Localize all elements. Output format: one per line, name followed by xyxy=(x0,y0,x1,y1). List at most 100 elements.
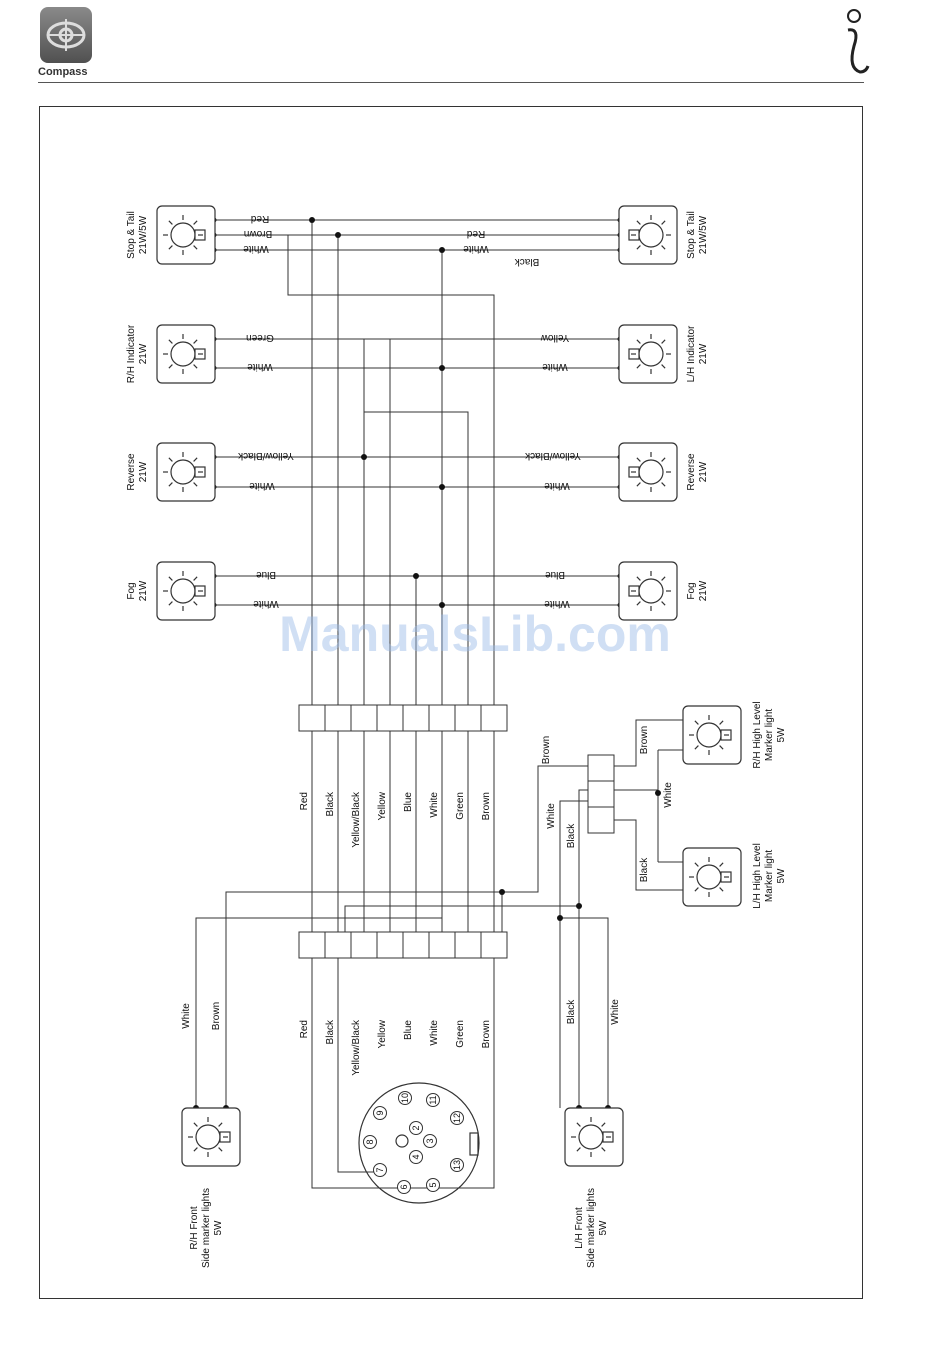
label-reverse-left-line-1: 21W xyxy=(138,461,149,482)
label-rh-front-marker-line-2: 5W xyxy=(213,1220,224,1236)
lamp-reverse-left xyxy=(156,442,216,502)
lamp-stop-tail-right xyxy=(618,205,678,265)
lamp-lh-indicator xyxy=(618,324,678,384)
marker-wire-brown-high: Brown xyxy=(639,726,650,754)
label-stop-tail-right-line-0: Stop & Tail xyxy=(686,211,697,259)
label-lh-front-marker-line-0: L/H Front xyxy=(574,1207,585,1249)
label-lh-indicator-line-0: L/H Indicator xyxy=(686,325,697,382)
wire-label-white-ind-left: White xyxy=(247,361,273,372)
wire-label-black-top: Black xyxy=(514,256,539,267)
plug-pin-label-7: 7 xyxy=(375,1167,385,1172)
label-stop-tail-right-line-1: 21W/5W xyxy=(698,215,709,254)
marker-wire-white-branch: White xyxy=(546,803,557,829)
label-rh-indicator-line-0: R/H Indicator xyxy=(126,324,137,383)
connector-lower-label-4: Blue xyxy=(403,1020,414,1040)
label-rh-indicator-line-1: 21W xyxy=(138,343,149,364)
connector-lower-label-7: Brown xyxy=(481,1020,492,1048)
label-stop-tail-left-line-1: 21W/5W xyxy=(138,215,149,254)
plug-pin-label-12: 12 xyxy=(452,1113,462,1123)
wire-label-blue-left: Blue xyxy=(256,569,276,580)
label-rh-high-marker-line-2: 5W xyxy=(776,727,787,743)
label-lh-front-marker-line-2: 5W xyxy=(598,1220,609,1236)
info-icon xyxy=(847,9,870,74)
label-lh-high-marker-line-1: Marker light xyxy=(764,850,775,902)
marker-wire-black-high: Black xyxy=(639,857,650,882)
marker-wire-white-rh-front: White xyxy=(181,1003,192,1029)
plug-pin-label-5: 5 xyxy=(428,1182,438,1187)
wire-label-white-fog-right: White xyxy=(544,598,570,609)
plug-pin-label-6: 6 xyxy=(399,1184,409,1189)
marker-wire-white-lh-front: White xyxy=(610,999,621,1025)
label-rh-front-marker-line-0: R/H Front xyxy=(189,1206,200,1250)
plug-pin-2 xyxy=(409,1121,423,1135)
connector-upper-label-7: Brown xyxy=(481,792,492,820)
wire-label-white-rev-left: White xyxy=(249,480,275,491)
diagram-frame xyxy=(39,106,863,1299)
wire-label-white-top-right: White xyxy=(463,243,489,254)
plug-pin-9 xyxy=(373,1106,387,1120)
label-reverse-right-line-0: Reverse xyxy=(686,453,697,491)
marker-wire-black-branch: Black xyxy=(566,823,577,848)
wire-label-brown-top: Brown xyxy=(244,228,272,239)
wire-label-yellow-black-left: Yellow/Black xyxy=(237,450,294,461)
connector-upper-label-5: White xyxy=(429,792,440,818)
marker-wire-brown-branch: Brown xyxy=(541,736,552,764)
label-lh-indicator-line-1: 21W xyxy=(698,343,709,364)
wire-label-blue-right: Blue xyxy=(545,569,565,580)
label-stop-tail-left-line-0: Stop & Tail xyxy=(126,211,137,259)
wire-label-red-top: Red xyxy=(251,213,269,224)
plug-pin-label-3: 3 xyxy=(425,1138,435,1143)
connector-lower-label-3: Yellow xyxy=(377,1019,388,1048)
plug-pin-4 xyxy=(409,1150,423,1164)
wire-label-green: Green xyxy=(246,332,274,343)
label-rh-front-marker-line-1: Side marker lights xyxy=(201,1188,212,1268)
connector-lower-label-1: Black xyxy=(325,1019,336,1044)
connector-upper-label-6: Green xyxy=(455,792,466,820)
label-fog-right-line-0: Fog xyxy=(686,582,697,599)
brand-name: Compass xyxy=(38,66,88,78)
lamp-fog-left xyxy=(156,561,216,621)
wire-label-yellow-black-right: Yellow/Black xyxy=(524,450,581,461)
plug-pin-label-11: 11 xyxy=(428,1095,438,1104)
plug-pin-6 xyxy=(397,1180,411,1194)
marker-wire-white-high: White xyxy=(663,782,674,808)
lamp-fog-right xyxy=(618,561,678,621)
lamp-rh-front-marker xyxy=(181,1107,241,1167)
plug-pin-7 xyxy=(373,1163,387,1177)
plug-pin-label-2: 2 xyxy=(411,1125,421,1130)
lamp-reverse-right xyxy=(618,442,678,502)
marker-wire-brown-rh-front: Brown xyxy=(211,1002,222,1030)
lamp-rh-high-marker xyxy=(682,705,742,765)
label-fog-left-line-1: 21W xyxy=(138,580,149,601)
wire-label-red-top-right: Red xyxy=(467,228,485,239)
plug-pin-label-8: 8 xyxy=(365,1139,375,1144)
plug-pin-13 xyxy=(450,1158,464,1172)
plug-pin-label-9: 9 xyxy=(375,1110,385,1115)
label-rh-high-marker-line-1: Marker light xyxy=(764,709,775,761)
plug-pin-12 xyxy=(450,1111,464,1125)
connector-upper-label-2: Yellow/Black xyxy=(351,791,362,848)
label-reverse-left-line-0: Reverse xyxy=(126,453,137,491)
label-reverse-right-line-1: 21W xyxy=(698,461,709,482)
lamp-lh-high-marker xyxy=(682,847,742,907)
connector-lower-label-0: Red xyxy=(299,1020,310,1038)
connector-upper-label-3: Yellow xyxy=(377,791,388,820)
plug-pin-label-13: 13 xyxy=(452,1160,462,1170)
wire-label-white-ind-right: White xyxy=(542,361,568,372)
label-fog-left-line-0: Fog xyxy=(126,582,137,599)
label-lh-high-marker-line-0: L/H High Level xyxy=(752,843,763,909)
connector-upper-label-4: Blue xyxy=(403,792,414,812)
label-rh-high-marker-line-0: R/H High Level xyxy=(752,701,763,768)
wire-label-yellow: Yellow xyxy=(540,332,569,343)
plug-pin-8 xyxy=(363,1135,377,1149)
plug-pin-3 xyxy=(423,1134,437,1148)
wire-label-white-rev-right: White xyxy=(544,480,570,491)
label-lh-high-marker-line-2: 5W xyxy=(776,868,787,884)
compass-logo-icon xyxy=(40,7,92,63)
connector-upper-label-1: Black xyxy=(325,791,336,816)
connector-lower-label-2: Yellow/Black xyxy=(351,1019,362,1076)
plug-pin-11 xyxy=(426,1093,440,1107)
label-fog-right-line-1: 21W xyxy=(698,580,709,601)
connector-lower-label-6: Green xyxy=(455,1020,466,1048)
